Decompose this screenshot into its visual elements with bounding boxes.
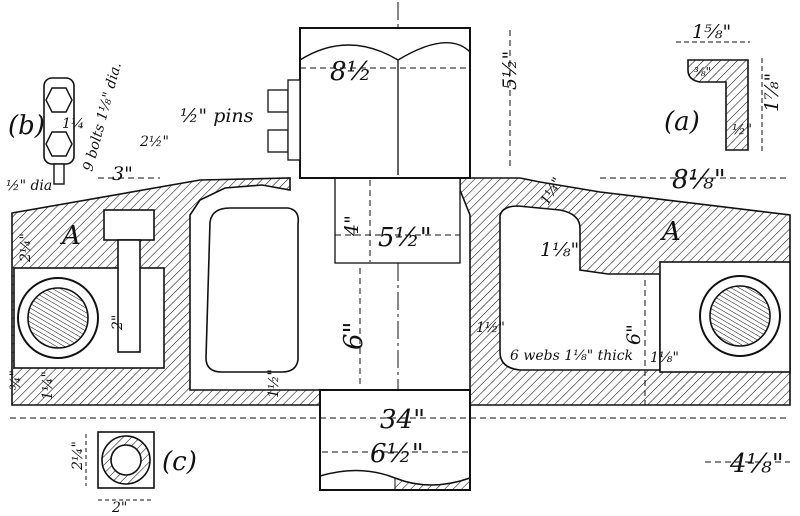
label-a-height: 1⅞" bbox=[761, 73, 783, 112]
shaft bbox=[319, 389, 471, 491]
label-left-bottom-b: 1¼" bbox=[40, 371, 56, 400]
label-top-height: 5½" bbox=[499, 51, 521, 90]
label-left-bottom-a: ¾" bbox=[8, 370, 24, 390]
label-b-dim: 1¼ bbox=[62, 116, 84, 132]
label-right-6: 6" bbox=[623, 324, 645, 345]
label-right-web-gap: 1⅛" bbox=[540, 239, 579, 261]
label-pins: ½" pins bbox=[180, 105, 254, 127]
label-b: (b) bbox=[8, 111, 45, 141]
label-c-width: 2" bbox=[111, 500, 127, 516]
label-a-inner: ⅜" bbox=[694, 65, 711, 79]
label-shaft-length: 6" bbox=[339, 321, 369, 350]
detail-b-link bbox=[43, 77, 75, 185]
label-top-width: 8½ bbox=[330, 57, 372, 87]
label-c: (c) bbox=[162, 447, 197, 477]
label-c-height: 2¼" bbox=[70, 441, 86, 471]
label-bolts: 9 bolts 1⅛" dia. bbox=[80, 61, 124, 173]
label-collar-width: 5½" bbox=[378, 223, 432, 253]
pin-bolts bbox=[267, 79, 301, 161]
top-collar bbox=[299, 27, 471, 179]
label-left-pin-dim: 2½" bbox=[139, 134, 169, 150]
label-a: (a) bbox=[664, 107, 700, 137]
label-shaft-bottom: 6½" bbox=[370, 439, 424, 469]
label-right-width: 8⅛" bbox=[672, 165, 726, 195]
label-left-web-small: 1½" bbox=[266, 369, 282, 398]
collar-dome bbox=[299, 42, 471, 61]
detail-c-section bbox=[85, 431, 155, 501]
label-right-bottom: 4⅛" bbox=[729, 449, 784, 479]
left-bolt-head bbox=[103, 209, 155, 241]
label-b-dia: ½" dia bbox=[6, 178, 52, 194]
label-A-left: A bbox=[60, 221, 81, 251]
label-dim-2-bolt: 2" bbox=[110, 315, 126, 331]
left-bolt-shank bbox=[117, 239, 141, 353]
label-webs: 6 webs 1⅛" thick bbox=[510, 348, 633, 364]
left-cavity bbox=[205, 207, 300, 373]
right-cavity bbox=[499, 205, 661, 371]
label-total-width: 34" bbox=[380, 405, 425, 435]
label-dim-3: 3" bbox=[112, 163, 133, 185]
label-left-top-dim: 2¼" bbox=[18, 233, 34, 263]
label-a-width: 1⅝" bbox=[692, 21, 731, 43]
label-a-small: ½" bbox=[732, 122, 752, 138]
label-web-thickness: 1½" bbox=[476, 320, 505, 336]
detail-a-angle bbox=[687, 59, 749, 151]
label-A-right: A bbox=[660, 217, 681, 247]
collar-plain bbox=[334, 177, 461, 264]
label-right-web-dim: 1⅛" bbox=[650, 350, 679, 366]
label-collar-height: 4" bbox=[341, 215, 363, 237]
